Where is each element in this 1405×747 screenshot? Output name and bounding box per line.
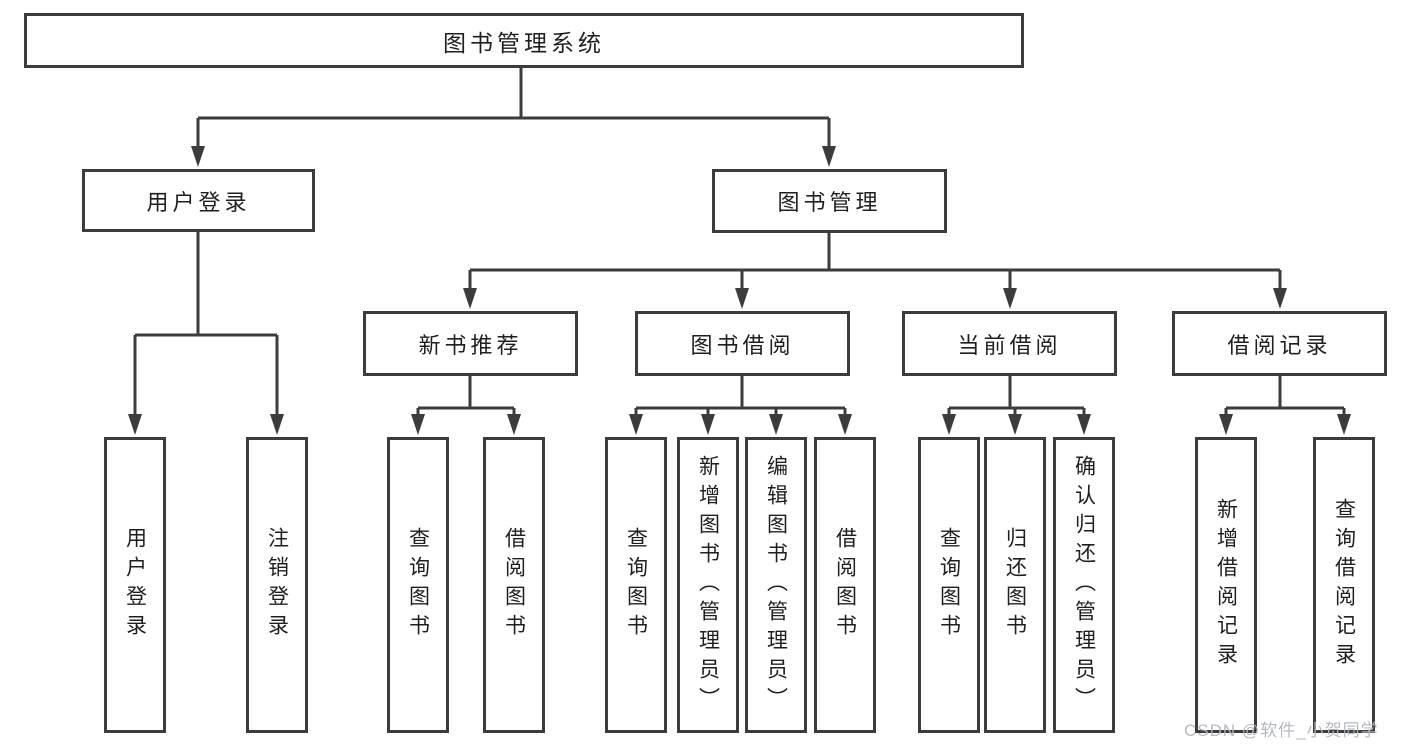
node-label: 图书管理 [777, 190, 882, 215]
node-new-book-recommend: 新书推荐 [363, 311, 578, 376]
node-label: 归还图书 [1003, 527, 1027, 643]
node-label: 借阅记录 [1227, 332, 1332, 358]
leaf-query-books-borrow: 查询图书 [605, 437, 667, 733]
leaf-return-books: 归还图书 [984, 437, 1046, 733]
leaf-borrow-books: 借阅图书 [814, 437, 876, 733]
leaf-confirm-return-admin: 确认归还（管理员） [1053, 437, 1115, 733]
node-label: 查询图书 [406, 527, 430, 643]
leaf-query-books-recommend: 查询图书 [387, 437, 449, 733]
csdn-watermark: CSDN @软件_小贺同学 [1184, 721, 1379, 740]
leaf-add-books-admin: 新增图书（管理员） [677, 437, 739, 733]
node-user-login: 用户登录 [82, 169, 315, 232]
node-label: 查询图书 [937, 527, 961, 643]
node-label: 新增图书（管理员） [696, 454, 720, 716]
node-library-management-system: 图书管理系统 [24, 13, 1024, 68]
node-label: 图书借阅 [690, 332, 795, 358]
leaf-query-borrow-record: 查询借阅记录 [1313, 437, 1375, 733]
node-label: 新书推荐 [418, 332, 523, 358]
node-label: 编辑图书（管理员） [764, 454, 788, 716]
node-label: 注销登录 [265, 527, 289, 643]
node-label: 借阅图书 [502, 527, 526, 643]
leaf-user-login: 用户登录 [104, 437, 166, 733]
leaf-borrow-books-recommend: 借阅图书 [483, 437, 545, 733]
node-label: 借阅图书 [833, 527, 857, 643]
node-label: 用户登录 [146, 189, 251, 215]
leaf-edit-books-admin: 编辑图书（管理员） [745, 437, 807, 733]
leaf-query-books-current: 查询图书 [918, 437, 980, 733]
node-label: 确认归还（管理员） [1072, 454, 1096, 716]
node-label: 图书管理系统 [443, 29, 605, 56]
node-current-borrow: 当前借阅 [902, 311, 1117, 376]
node-label: 新增借阅记录 [1214, 498, 1238, 672]
node-book-borrow: 图书借阅 [635, 311, 850, 376]
node-label: 查询借阅记录 [1332, 498, 1356, 672]
node-label: 当前借阅 [957, 332, 1062, 358]
node-book-management: 图书管理 [712, 169, 947, 233]
leaf-logout: 注销登录 [246, 437, 308, 733]
node-borrow-records: 借阅记录 [1172, 311, 1387, 376]
leaf-add-borrow-record: 新增借阅记录 [1195, 437, 1257, 733]
node-label: 查询图书 [624, 527, 648, 643]
node-label: 用户登录 [123, 527, 147, 643]
